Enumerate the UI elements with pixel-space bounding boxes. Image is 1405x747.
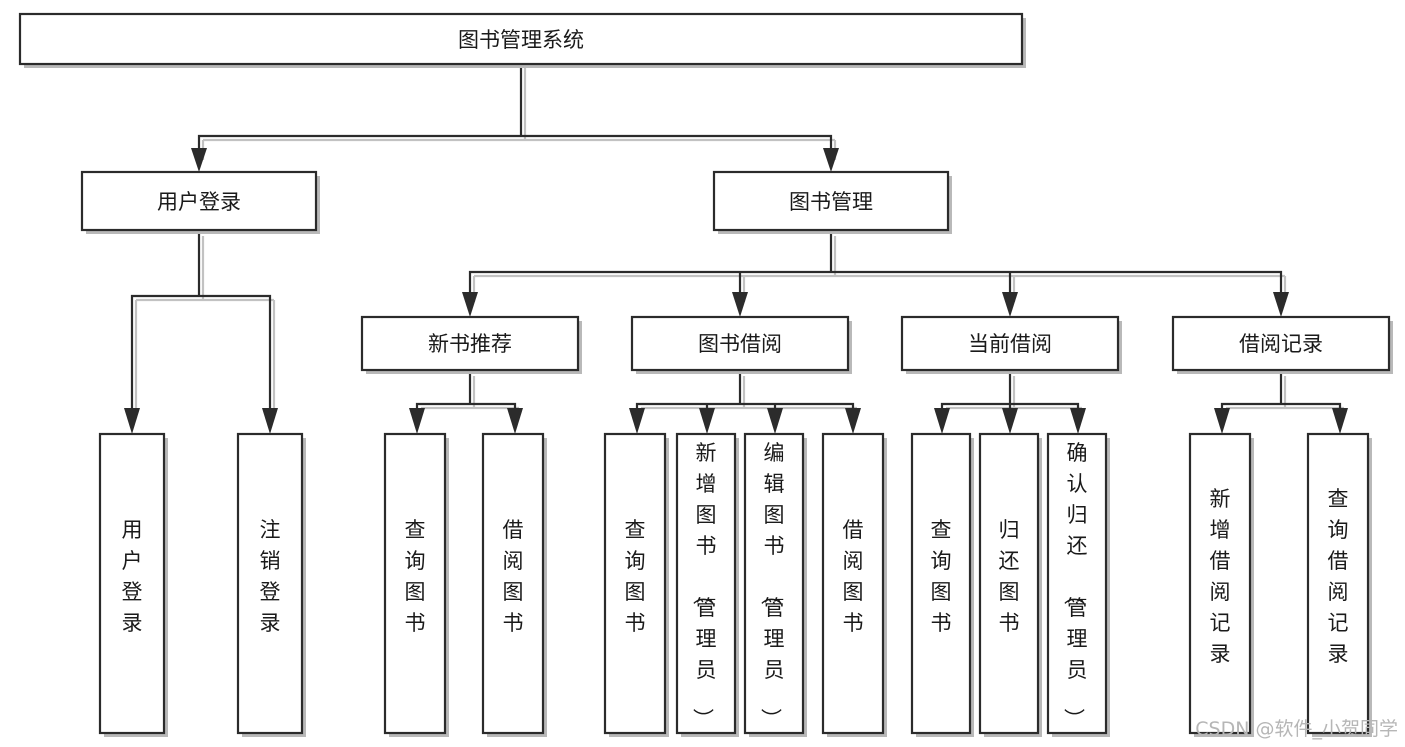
node-leaf-query-record[interactable]: 查询借阅记录 bbox=[1306, 432, 1372, 737]
node-book-borrow[interactable]: 图书借阅 bbox=[630, 315, 852, 374]
node-borrow-record-label: 借阅记录 bbox=[1239, 332, 1323, 356]
node-leaf-add-record-label: 新增借阅记录 bbox=[1210, 487, 1231, 666]
node-current-borrow-label: 当前借阅 bbox=[968, 332, 1052, 356]
node-leaf-borrow-book-1-label: 借阅图书 bbox=[503, 518, 524, 635]
node-leaf-query-record-label: 查询借阅记录 bbox=[1328, 487, 1349, 666]
node-leaf-confirm-return-label: 确认归还（管理员） bbox=[1062, 441, 1088, 729]
node-leaf-logout-label: 注销登录 bbox=[260, 518, 281, 635]
node-current-borrow[interactable]: 当前借阅 bbox=[900, 315, 1122, 374]
node-leaf-query-book-1[interactable]: 查询图书 bbox=[383, 432, 449, 737]
node-leaf-confirm-return[interactable]: 确认归还（管理员） bbox=[1046, 432, 1110, 737]
node-leaf-borrow-book-1[interactable]: 借阅图书 bbox=[481, 432, 547, 737]
node-leaf-return-book[interactable]: 归还图书 bbox=[978, 432, 1042, 737]
node-leaf-add-book[interactable]: 新增图书（管理员） bbox=[675, 432, 739, 737]
node-root-label: 图书管理系统 bbox=[458, 28, 584, 52]
node-user-login[interactable]: 用户登录 bbox=[80, 170, 320, 234]
node-book-manage-label: 图书管理 bbox=[789, 190, 873, 214]
node-leaf-logout[interactable]: 注销登录 bbox=[236, 432, 306, 737]
node-book-manage[interactable]: 图书管理 bbox=[712, 170, 952, 234]
node-leaf-edit-book[interactable]: 编辑图书（管理员） bbox=[743, 432, 807, 737]
edge-bookmanage-to-level3 bbox=[462, 230, 1289, 317]
node-leaf-add-book-label: 新增图书（管理员） bbox=[691, 441, 717, 729]
node-leaf-borrow-book-2[interactable]: 借阅图书 bbox=[821, 432, 887, 737]
node-leaf-borrow-book-2-label: 借阅图书 bbox=[843, 518, 864, 635]
node-leaf-query-book-2-label: 查询图书 bbox=[625, 518, 646, 635]
node-new-book-rec[interactable]: 新书推荐 bbox=[360, 315, 582, 374]
edge-root-to-level2 bbox=[191, 62, 839, 172]
node-leaf-query-book-1-label: 查询图书 bbox=[405, 518, 426, 635]
node-leaf-query-book-3[interactable]: 查询图书 bbox=[910, 432, 974, 737]
node-leaf-query-book-2[interactable]: 查询图书 bbox=[603, 432, 669, 737]
edge-newbook-to-leaves bbox=[409, 370, 523, 434]
edge-currentborrow-to-leaves bbox=[934, 370, 1086, 434]
edge-borrowrecord-to-leaves bbox=[1214, 370, 1348, 434]
connector-layer bbox=[124, 62, 1348, 434]
node-leaf-add-record[interactable]: 新增借阅记录 bbox=[1188, 432, 1254, 737]
node-leaf-edit-book-label: 编辑图书（管理员） bbox=[759, 441, 785, 729]
edge-userlogin-to-leaves bbox=[124, 230, 278, 434]
node-root[interactable]: 图书管理系统 bbox=[18, 12, 1026, 68]
node-book-borrow-label: 图书借阅 bbox=[698, 332, 782, 356]
node-leaf-user-login[interactable]: 用户登录 bbox=[98, 432, 168, 737]
node-borrow-record[interactable]: 借阅记录 bbox=[1171, 315, 1393, 374]
node-user-login-label: 用户登录 bbox=[157, 190, 241, 214]
node-leaf-user-login-label: 用户登录 bbox=[122, 518, 143, 635]
node-leaf-return-book-label: 归还图书 bbox=[999, 518, 1020, 635]
edge-bookborrow-to-leaves bbox=[629, 370, 861, 434]
watermark-label: CSDN @软件_小贺同学 bbox=[1195, 718, 1398, 740]
node-leaf-query-book-3-label: 查询图书 bbox=[931, 518, 952, 635]
node-new-book-rec-label: 新书推荐 bbox=[428, 332, 512, 356]
